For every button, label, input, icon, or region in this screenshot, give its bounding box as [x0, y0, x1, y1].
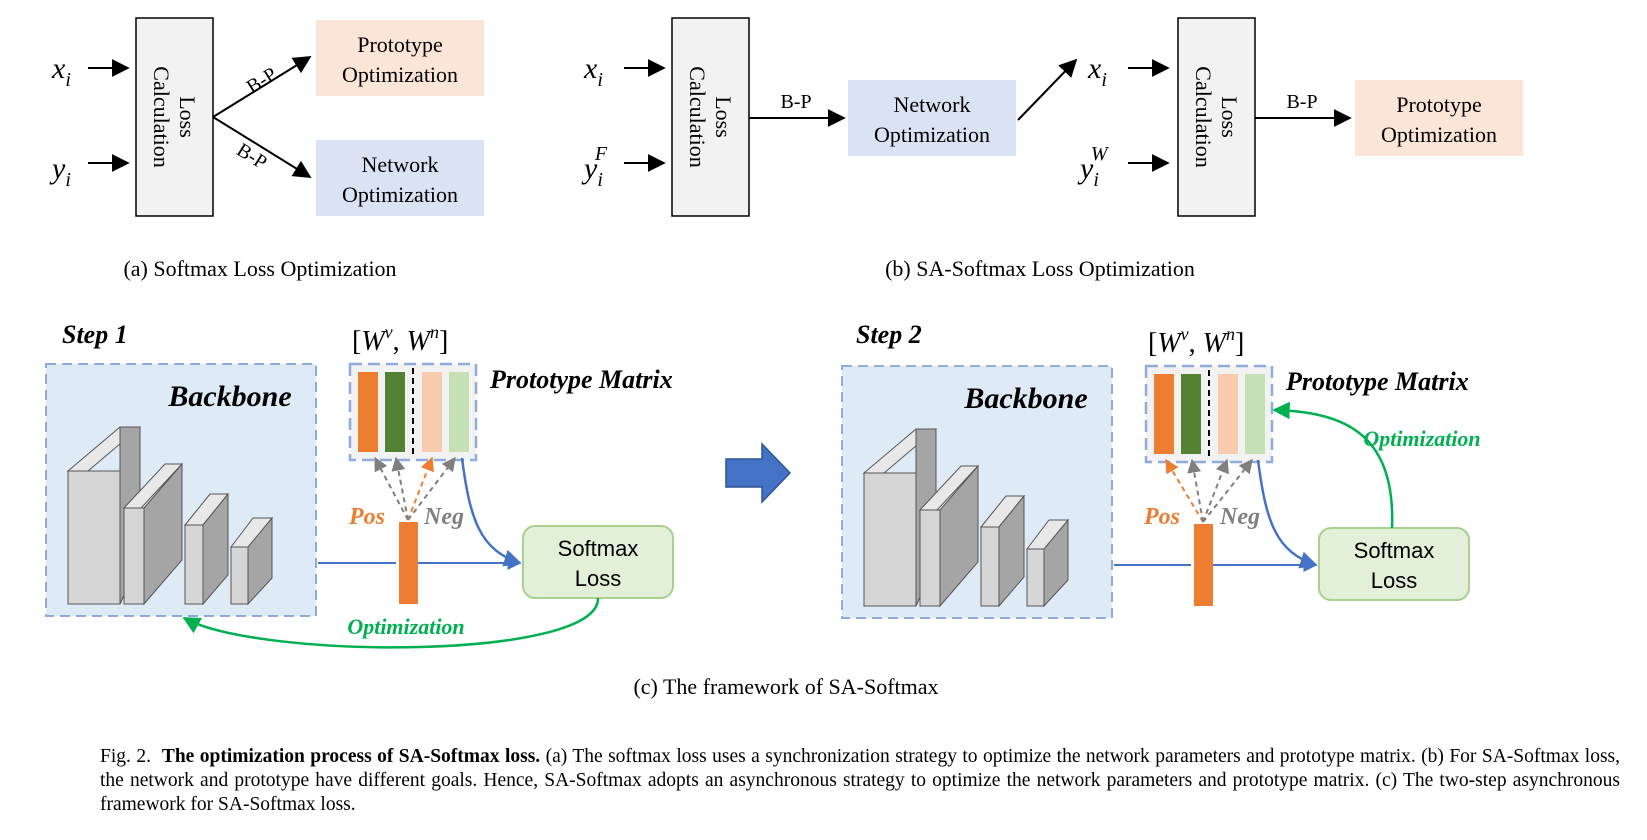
prototype-optimization-box — [316, 20, 484, 96]
prototype-optimization-box-b — [1355, 80, 1523, 156]
figure-caption-label: Fig. 2. — [100, 746, 151, 767]
neg-label-1: Neg — [423, 504, 464, 530]
prototype-optimization-b-line1: Prototype — [1396, 92, 1482, 117]
panel-a: xi yi Loss Calculation B-P B-P Prototype… — [49, 17, 484, 281]
softmax-loss-1-line2: Loss — [575, 566, 621, 591]
panel-c-step1: Step 1 Backbone [Wv, Wn] — [45, 320, 674, 649]
wn-col-1b — [449, 372, 469, 452]
loss-calculation-label-1: Loss Calculation — [685, 66, 736, 167]
pos-label-2: Pos — [1143, 504, 1180, 530]
matrix-to-loss-1 — [460, 457, 522, 567]
caption-c: (c) The framework of SA-Softmax — [633, 674, 938, 699]
backbone-label-1: Backbone — [167, 380, 291, 413]
loss-calculation-box-1 — [671, 17, 750, 217]
caption-b: (b) SA-Softmax Loss Optimization — [885, 256, 1195, 281]
bp-label-top: B-P — [243, 63, 281, 98]
network-optimization-line2: Optimization — [342, 182, 458, 207]
wv-col-2b — [1181, 374, 1201, 454]
wv-col-2a — [1154, 374, 1174, 454]
softmax-loss-box-2 — [1318, 527, 1470, 601]
matrix-label-2: [Wv, Wn] — [1148, 324, 1244, 359]
network-optimization-box — [316, 140, 484, 216]
optimization-arrow-2 — [1272, 401, 1394, 529]
loss-calculation-label: Loss Calculation — [149, 66, 200, 167]
pos-label-1: Pos — [348, 504, 385, 530]
prototype-matrix-label-2: Prototype Matrix — [1285, 367, 1469, 396]
prototype-optimization-line2: Optimization — [342, 62, 458, 87]
prototype-optimization-b-line2: Optimization — [1381, 122, 1497, 147]
figure-caption-body: (a) The softmax loss uses a synchronizat… — [100, 746, 1621, 815]
neg-arrow-2c — [1202, 458, 1253, 523]
neg-label-2: Neg — [1219, 504, 1260, 530]
input-x-label: xi — [51, 52, 71, 91]
loss-calculation-box — [135, 17, 214, 217]
softmax-loss-2-line2: Loss — [1371, 568, 1417, 593]
step-transition-arrow — [725, 442, 792, 504]
svg-text:Calculation: Calculation — [685, 66, 710, 167]
svg-text:Loss: Loss — [711, 96, 736, 138]
neg-arrow-1c — [407, 456, 456, 521]
svg-text:Loss: Loss — [175, 96, 200, 138]
arrow-to-prototype — [212, 56, 312, 118]
stage1-input-x: xi — [583, 52, 603, 91]
figure-caption: Fig. 2. The optimization process of SA-S… — [100, 745, 1620, 817]
pos-arrow-1 — [407, 456, 434, 521]
stage2-input-y: yiW — [1077, 143, 1110, 191]
pos-arrow-2 — [1165, 458, 1204, 523]
wn-col-2a — [1218, 374, 1238, 454]
bp-label-bottom: B-P — [233, 139, 271, 174]
wn-col-1a — [422, 372, 442, 452]
network-optimization-box-b — [848, 80, 1016, 156]
panel-c-step2: Step 2 Backbone [Wv, Wn] Prototype Matri… — [841, 320, 1481, 619]
caption-a: (a) Softmax Loss Optimization — [123, 256, 396, 281]
neg-arrow-2b — [1202, 458, 1229, 523]
neg-arrow-1b — [391, 456, 409, 521]
backbone-label-2: Backbone — [963, 382, 1087, 415]
loss-calculation-box-2 — [1177, 17, 1256, 217]
wv-col-1b — [385, 372, 405, 452]
figure-caption-title: The optimization process of SA-Softmax l… — [161, 746, 541, 767]
optimization-label-2: Optimization — [1363, 426, 1480, 451]
step2-title: Step 2 — [856, 320, 922, 349]
step1-title: Step 1 — [62, 320, 128, 349]
arrow-network-to-stage2 — [1017, 58, 1078, 121]
matrix-label-1: [Wv, Wn] — [352, 322, 448, 357]
wn-col-2b — [1245, 374, 1265, 454]
softmax-loss-1-line1: Softmax — [558, 536, 639, 561]
optimization-arrow-1 — [182, 597, 600, 649]
optimization-label-1: Optimization — [347, 614, 464, 639]
panel-b: xi yiF Loss Calculation B-P Network Opti… — [581, 17, 1523, 281]
backbone-layers-2 — [862, 428, 1070, 608]
feature-vector-2 — [1194, 524, 1213, 606]
network-optimization-line1: Network — [362, 152, 439, 177]
svg-text:Loss: Loss — [1217, 96, 1242, 138]
loss-calculation-label-2: Loss Calculation — [1191, 66, 1242, 167]
prototype-optimization-line1: Prototype — [357, 32, 443, 57]
network-optimization-b-line2: Optimization — [874, 122, 990, 147]
input-y-label: yi — [49, 152, 71, 191]
wv-col-1a — [358, 372, 378, 452]
bp-label-1: B-P — [780, 91, 811, 113]
matrix-to-loss-2 — [1256, 459, 1318, 569]
softmax-loss-2-line1: Softmax — [1354, 538, 1435, 563]
stage2-input-x: xi — [1087, 52, 1107, 91]
bp-label-2: B-P — [1286, 91, 1317, 113]
svg-text:Calculation: Calculation — [1191, 66, 1216, 167]
network-optimization-b-line1: Network — [894, 92, 971, 117]
neg-arrow-1a — [374, 456, 409, 521]
arrow-to-network — [212, 116, 312, 178]
backbone-layers-1 — [66, 426, 274, 606]
neg-arrow-2a — [1187, 458, 1204, 523]
feature-vector-1 — [399, 522, 418, 604]
svg-text:Calculation: Calculation — [149, 66, 174, 167]
prototype-matrix-label-1: Prototype Matrix — [489, 365, 673, 394]
stage1-input-y: yiF — [581, 143, 608, 191]
